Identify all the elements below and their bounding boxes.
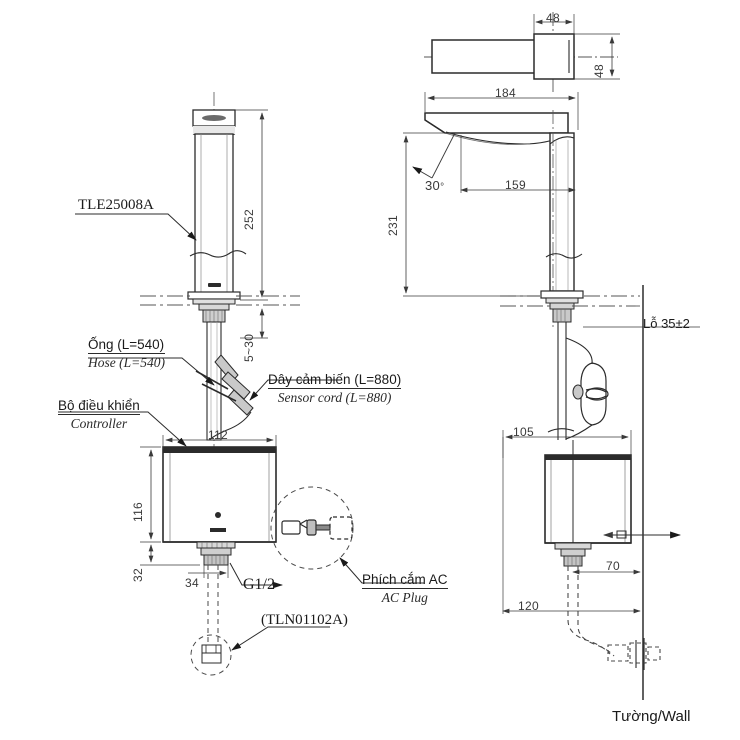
label-controller-vn: Bộ điều khiển xyxy=(58,398,140,415)
leader-part-code xyxy=(231,626,330,651)
dim-text-32: 32 xyxy=(131,568,145,582)
label-part-code: (TLN01102A) xyxy=(261,612,348,628)
base-flange xyxy=(187,291,241,300)
dim-text-70: 70 xyxy=(606,559,620,573)
break-line xyxy=(189,250,247,258)
label-hose-group: Ống (L=540) Hose (L=540) xyxy=(88,337,165,371)
dim-text-120: 120 xyxy=(518,599,539,613)
label-model-code: TLE25008A xyxy=(78,197,154,213)
dim-text-184: 184 xyxy=(495,86,516,100)
sensor-window xyxy=(208,283,221,287)
label-controller-group: Bộ điều khiển Controller xyxy=(58,398,140,432)
callout-leaders-left xyxy=(58,213,424,651)
leader-controller xyxy=(58,411,187,447)
sensor-cord-curve xyxy=(208,411,252,441)
right-base-flange xyxy=(540,290,584,299)
ac-plug-symbol xyxy=(281,516,353,540)
controller-box xyxy=(162,446,277,543)
label-hose-vn: Ống (L=540) xyxy=(88,337,165,354)
top-plan-view xyxy=(424,12,620,95)
spout-plan-base xyxy=(533,33,575,80)
controller-led xyxy=(215,512,221,518)
leader-sensor-cord xyxy=(249,379,336,401)
detail-circle-ac-plug xyxy=(270,486,354,570)
dim-text-252: 252 xyxy=(242,209,256,230)
wall-outlet-symbol xyxy=(607,642,661,664)
label-thread-g12: G1/2 xyxy=(243,576,275,593)
label-ac-plug-vn: Phích cắm AC xyxy=(362,572,448,589)
label-ac-plug-en: AC Plug xyxy=(381,590,428,605)
label-wall-vn: Tường/Wall xyxy=(612,708,691,725)
label-sensor-cord-group: Dây cảm biến (L=880) Sensor cord (L=880) xyxy=(268,372,402,406)
leader-g12 xyxy=(229,562,283,589)
leader-hose xyxy=(88,357,215,386)
dim-text-30-degree: 30° xyxy=(425,178,444,193)
dim-30-unit: ° xyxy=(440,182,445,193)
detail-circle-connection xyxy=(190,634,232,676)
dim-text-116: 116 xyxy=(131,501,145,522)
label-sensor-cord-en: Sensor cord (L=880) xyxy=(277,390,392,405)
left-elevation-view xyxy=(140,92,354,676)
dim-text-48-depth: 48 xyxy=(592,64,606,78)
leader-model-code xyxy=(75,213,197,241)
sensor-cord-left-view xyxy=(214,354,254,416)
dim-30-value: 30 xyxy=(425,178,441,193)
cord-clip xyxy=(572,384,584,400)
label-controller-en: Controller xyxy=(70,416,128,431)
controller-slot xyxy=(210,528,226,532)
right-elevation-view xyxy=(424,110,682,700)
label-ac-plug-group: Phích cắm AC AC Plug xyxy=(362,572,448,606)
label-hose-en: Hose (L=540) xyxy=(88,355,165,370)
dim-text-34: 34 xyxy=(185,576,199,590)
dim-text-159: 159 xyxy=(505,178,526,192)
dim-text-231: 231 xyxy=(386,215,400,236)
label-wall: Tường/Wall xyxy=(612,709,691,725)
right-view-dimensions xyxy=(403,92,700,614)
pipe-run-lower xyxy=(567,566,611,655)
dim-text-112: 112 xyxy=(208,428,229,442)
label-hole-spec: Lỗ 35±2 xyxy=(643,316,690,331)
hose-coil-loop xyxy=(580,362,609,426)
right-controller-box xyxy=(544,454,632,544)
outlet-flange xyxy=(196,541,236,549)
leader-ac-plug xyxy=(339,557,424,584)
pipe-run-upper xyxy=(577,566,615,657)
spout-arm xyxy=(424,112,569,134)
dim-text-48-width: 48 xyxy=(546,11,560,25)
dim-30-leader xyxy=(412,166,433,179)
dim-text-105: 105 xyxy=(513,425,534,439)
dim-text-5-30: 5~30 xyxy=(242,333,256,362)
label-sensor-cord-vn: Dây cảm biến (L=880) xyxy=(268,372,402,389)
riser-column xyxy=(549,132,575,292)
